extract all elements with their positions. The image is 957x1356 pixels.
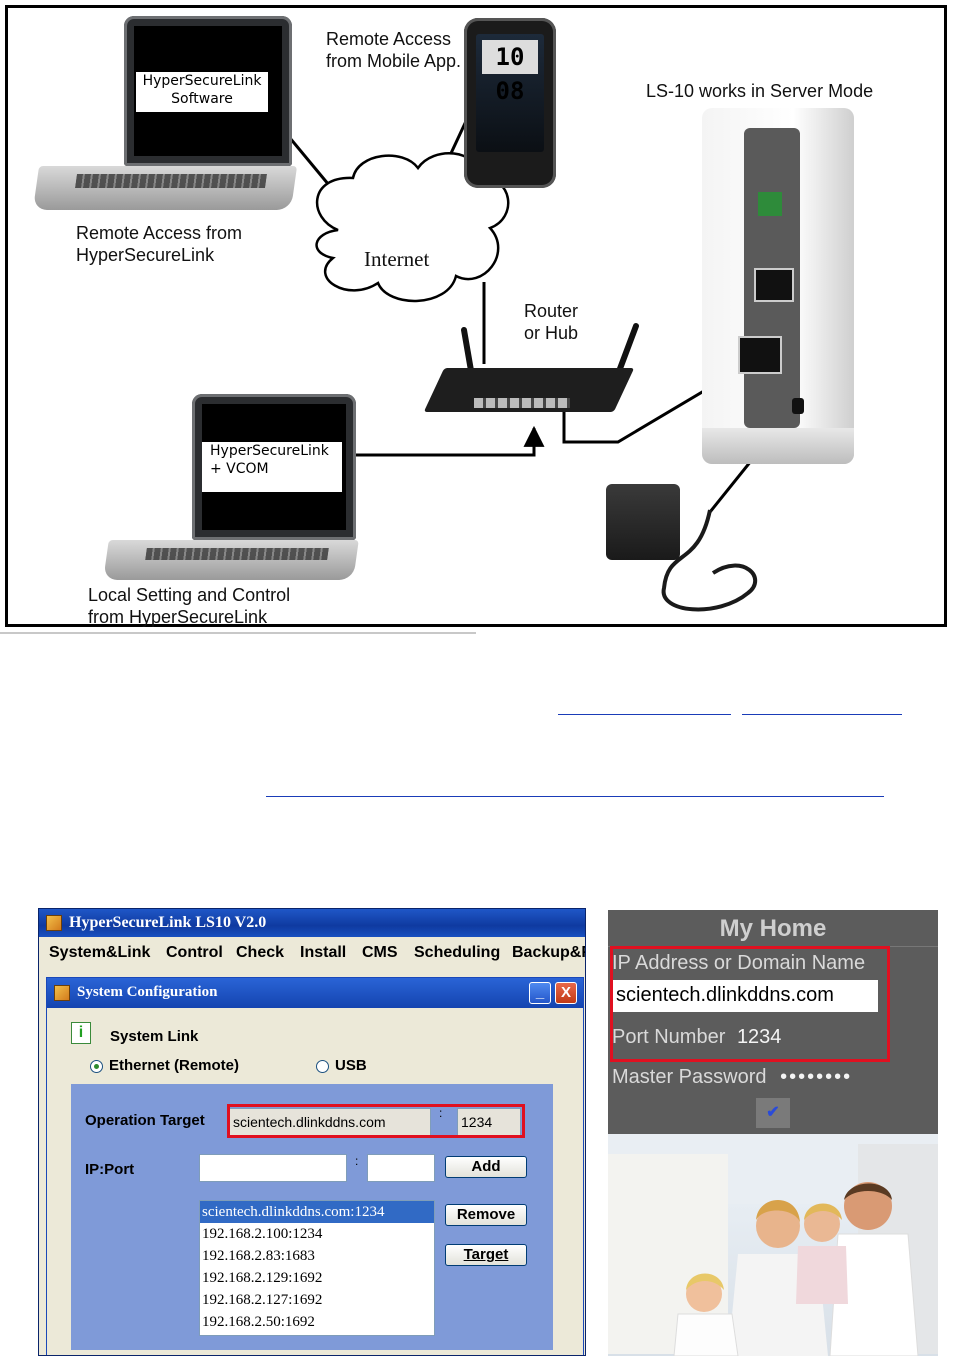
- ipport-separator: :: [355, 1154, 359, 1168]
- local-control-caption: Local Setting and Control from HyperSecu…: [88, 585, 291, 627]
- family-photo-illustration: [608, 1134, 938, 1356]
- list-item[interactable]: 192.168.2.127:1692: [202, 1292, 323, 1308]
- mobile-title: My Home: [719, 915, 827, 942]
- dialog-titlebar[interactable]: System Configuration _ X: [47, 978, 583, 1008]
- menu-system-link[interactable]: System&Link: [49, 944, 151, 961]
- ip-input[interactable]: [199, 1154, 347, 1182]
- port-number-label: Port Number 1234: [612, 1026, 781, 1049]
- menu-backup[interactable]: Backup&F: [512, 944, 586, 961]
- minimize-button[interactable]: _: [529, 982, 551, 1004]
- master-password-value[interactable]: ••••••••: [780, 1066, 853, 1088]
- target-list[interactable]: scientech.dlinkddns.com:1234 192.168.2.1…: [199, 1200, 435, 1336]
- operation-target-label: Operation Target: [85, 1112, 205, 1129]
- app-icon: [46, 915, 62, 931]
- mobile-phone: 10 08: [464, 18, 556, 188]
- remote-hsl-caption: Remote Access from HyperSecureLink: [76, 223, 243, 265]
- menu-control[interactable]: Control: [166, 944, 223, 961]
- dialog-icon: [54, 985, 70, 1001]
- connection-panel: Operation Target scientech.dlinkddns.com…: [71, 1084, 553, 1350]
- menu-check[interactable]: Check: [236, 944, 285, 961]
- remove-button[interactable]: Remove: [445, 1204, 527, 1226]
- link-underline-2[interactable]: [742, 714, 902, 715]
- remote-mobile-caption: Remote Access from Mobile App.: [326, 29, 462, 71]
- port-number-value[interactable]: 1234: [736, 1026, 782, 1048]
- system-configuration-dialog: System Configuration _ X i System Link E…: [46, 977, 584, 1355]
- laptop-local-label: HyperSecureLink + VCOM: [202, 442, 342, 492]
- menu-cms[interactable]: CMS: [362, 944, 398, 961]
- family-photo: [608, 1134, 938, 1356]
- radio-ethernet-label[interactable]: Ethernet (Remote): [109, 1057, 240, 1074]
- master-password-label-text: Master Password: [612, 1066, 767, 1088]
- network-diagram: HyperSecureLink Software 10 08 Remote Ac…: [5, 5, 947, 627]
- list-item[interactable]: 192.168.2.129:1692: [202, 1270, 323, 1286]
- list-item[interactable]: 192.168.2.83:1683: [202, 1248, 315, 1264]
- window-title: HyperSecureLink LS10 V2.0: [69, 914, 267, 931]
- system-link-heading: System Link: [110, 1028, 199, 1045]
- internet-label: Internet: [364, 247, 430, 271]
- add-button[interactable]: Add: [445, 1156, 527, 1178]
- operation-target-host: scientech.dlinkddns.com: [229, 1108, 431, 1138]
- hypersecurelink-window: HyperSecureLink LS10 V2.0 System&Link Co…: [38, 908, 586, 1356]
- dialog-title: System Configuration: [77, 984, 218, 1000]
- master-password-label: Master Password ••••••••: [612, 1066, 852, 1089]
- list-item[interactable]: 192.168.2.50:1692: [202, 1314, 315, 1330]
- operation-target-separator: :: [439, 1106, 443, 1120]
- line-router-to-device: [562, 364, 747, 444]
- port-input[interactable]: [367, 1154, 435, 1182]
- target-button[interactable]: Target: [445, 1244, 527, 1266]
- close-button[interactable]: X: [555, 982, 577, 1004]
- mobile-highlight-box: [610, 946, 890, 1062]
- mobile-app-screen: My Home IP Address or Domain Name scient…: [608, 910, 938, 1356]
- operation-target-highlight: [227, 1104, 525, 1138]
- link-underline-1[interactable]: [558, 714, 731, 715]
- info-icon: i: [71, 1022, 91, 1044]
- menu-scheduling[interactable]: Scheduling: [414, 944, 501, 961]
- radio-usb-label[interactable]: USB: [335, 1057, 367, 1074]
- ok-button[interactable]: ✔: [756, 1098, 790, 1128]
- diagram-connections: [278, 103, 802, 612]
- server-mode-caption: LS-10 works in Server Mode: [646, 81, 874, 101]
- ls10-device: [702, 108, 854, 464]
- divider-line: [0, 632, 476, 634]
- router-caption: Router or Hub: [524, 301, 579, 343]
- arrow-local-to-router: [354, 425, 545, 457]
- link-underline-3[interactable]: [266, 796, 884, 797]
- ip-address-input[interactable]: scientech.dlinkddns.com: [612, 980, 878, 1012]
- laptop-local: HyperSecureLink + VCOM: [103, 394, 359, 584]
- window-titlebar[interactable]: HyperSecureLink LS10 V2.0: [39, 909, 585, 937]
- port-number-label-text: Port Number: [612, 1026, 726, 1048]
- phone-clock: 10 08: [482, 40, 538, 105]
- radio-ethernet[interactable]: [90, 1060, 103, 1073]
- laptop-remote-label: HyperSecureLink Software: [136, 72, 268, 112]
- ip-address-label: IP Address or Domain Name: [612, 952, 866, 974]
- menubar: System&Link Control Check Install CMS Sc…: [39, 941, 585, 965]
- router: [423, 350, 635, 422]
- list-item[interactable]: 192.168.2.100:1234: [202, 1226, 323, 1242]
- list-item[interactable]: scientech.dlinkddns.com:1234: [200, 1201, 434, 1223]
- laptop-remote: HyperSecureLink Software: [32, 16, 298, 216]
- menu-install[interactable]: Install: [300, 944, 347, 961]
- power-adapter: [606, 484, 680, 560]
- internet-cloud: [315, 152, 510, 303]
- radio-usb[interactable]: [316, 1060, 329, 1073]
- ipport-label: IP:Port: [85, 1161, 135, 1178]
